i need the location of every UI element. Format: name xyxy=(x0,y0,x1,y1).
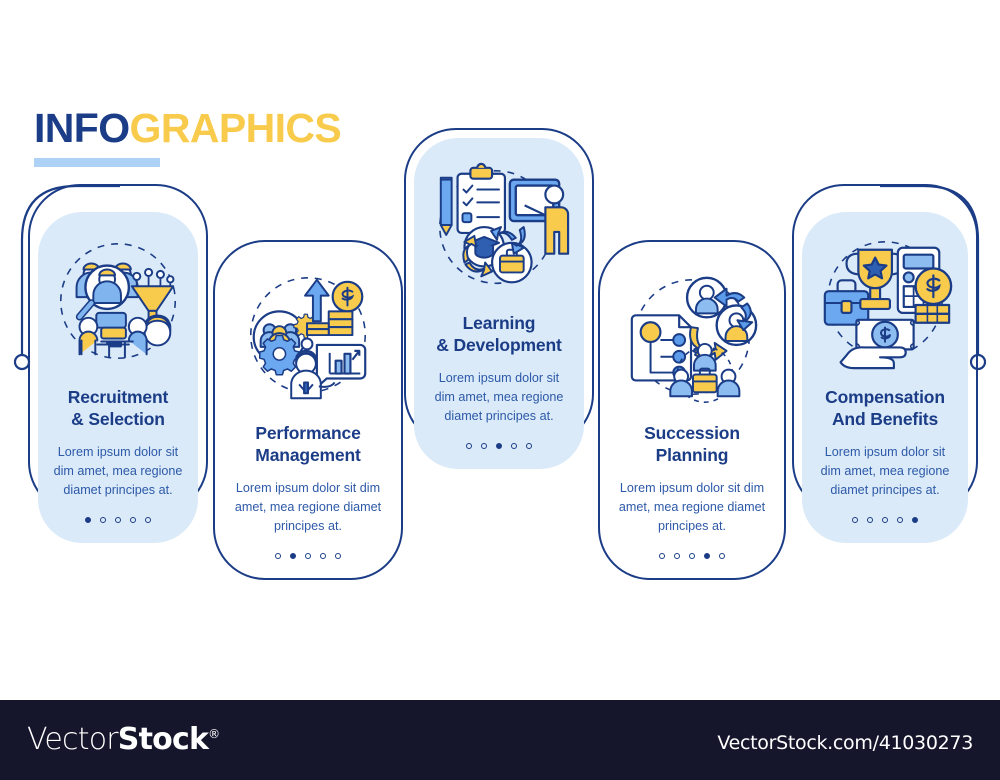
dot-1[interactable] xyxy=(275,552,281,559)
card-title: Succession Planning xyxy=(644,423,740,466)
pagination-dots[interactable] xyxy=(85,516,151,523)
logo-bold-part: Stock xyxy=(117,722,209,757)
card-title: Compensation And Benefits xyxy=(825,387,945,430)
card-title: Recruitment & Selection xyxy=(67,387,169,430)
card-compensation-benefits[interactable]: Compensation And Benefits Lorem ipsum do… xyxy=(802,212,968,543)
card-body: Lorem ipsum dolor sit dim amet, mea regi… xyxy=(820,445,950,497)
dot-5[interactable] xyxy=(912,516,918,523)
dot-2[interactable] xyxy=(674,552,680,559)
registered-mark-icon: ® xyxy=(208,727,220,741)
pagination-dots[interactable] xyxy=(466,442,532,449)
card-body: Lorem ipsum dolor sit dim amet, mea regi… xyxy=(618,481,766,533)
dot-5[interactable] xyxy=(719,552,725,559)
title-underline xyxy=(34,158,160,167)
logo-light-part: Vector xyxy=(27,722,119,757)
pagination-dots[interactable] xyxy=(275,552,341,559)
card-body: Lorem ipsum dolor sit dim amet, mea regi… xyxy=(234,481,382,533)
compensation-icon xyxy=(823,241,953,370)
dot-2[interactable] xyxy=(290,552,296,559)
dot-4[interactable] xyxy=(130,516,136,523)
pagination-dots[interactable] xyxy=(659,552,725,559)
dot-2[interactable] xyxy=(481,442,487,449)
title-text: INFOGRAPHICS xyxy=(34,105,342,151)
title-graphics: GRAPHICS xyxy=(129,105,342,151)
learning-icon xyxy=(439,162,570,285)
dot-5[interactable] xyxy=(526,442,532,449)
dot-3[interactable] xyxy=(115,516,121,523)
dot-1[interactable] xyxy=(466,442,472,449)
card-succession-planning[interactable]: Succession Planning Lorem ipsum dolor si… xyxy=(604,248,780,579)
recruitment-icon xyxy=(59,243,177,360)
card-title: Performance Management xyxy=(255,423,361,466)
watermark-footer: VectorStock® VectorStock.com/41030273 xyxy=(0,700,1000,780)
pagination-dots[interactable] xyxy=(852,516,918,523)
performance-icon xyxy=(249,277,367,400)
card-title: Learning & Development xyxy=(436,313,562,356)
vectorstock-logo: VectorStock® xyxy=(27,722,220,757)
dot-4[interactable] xyxy=(320,552,326,559)
dot-4[interactable] xyxy=(511,442,517,449)
dot-3[interactable] xyxy=(496,442,502,449)
card-body: Lorem ipsum dolor sit dim amet, mea regi… xyxy=(434,371,564,423)
card-learning-development[interactable]: Learning & Development Lorem ipsum dolor… xyxy=(414,138,584,469)
card-body: Lorem ipsum dolor sit dim amet, mea regi… xyxy=(53,445,183,497)
dot-2[interactable] xyxy=(867,516,873,523)
infographic-canvas: INFOGRAPHICS xyxy=(13,105,987,580)
dot-4[interactable] xyxy=(897,516,903,523)
dot-1[interactable] xyxy=(85,516,91,523)
title-info: INFO xyxy=(34,105,130,151)
succession-icon xyxy=(630,276,758,403)
dot-2[interactable] xyxy=(100,516,106,523)
dot-3[interactable] xyxy=(882,516,888,523)
dot-4[interactable] xyxy=(704,552,710,559)
vectorstock-url: VectorStock.com/41030273 xyxy=(717,732,973,754)
dot-5[interactable] xyxy=(335,552,341,559)
dot-1[interactable] xyxy=(659,552,665,559)
card-performance-management[interactable]: Performance Management Lorem ipsum dolor… xyxy=(219,248,397,579)
right-rail-endpoint xyxy=(969,353,987,371)
dot-1[interactable] xyxy=(852,516,858,523)
page-title: INFOGRAPHICS xyxy=(34,105,342,167)
card-recruitment-selection[interactable]: Recruitment & Selection Lorem ipsum dolo… xyxy=(38,212,198,543)
dot-3[interactable] xyxy=(305,552,311,559)
dot-3[interactable] xyxy=(689,552,695,559)
dot-5[interactable] xyxy=(145,516,151,523)
left-rail-endpoint xyxy=(13,353,31,371)
